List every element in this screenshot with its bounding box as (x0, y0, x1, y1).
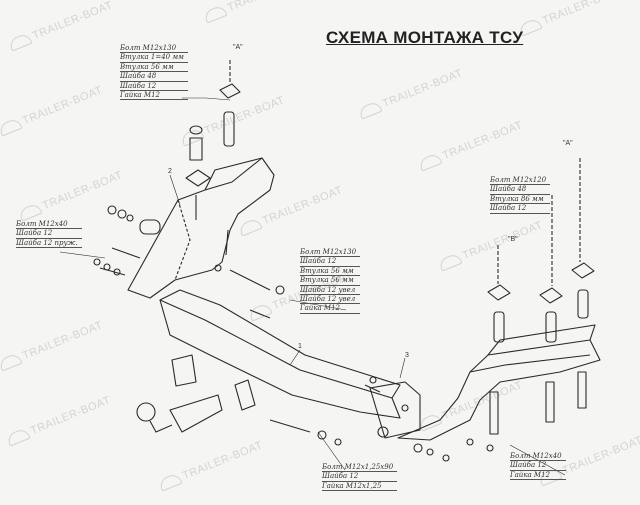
diagram-title: СХЕМА МОНТАЖА ТСУ (326, 28, 524, 47)
cross-beam (159, 299, 401, 419)
bolt-set (93, 205, 494, 462)
callout-2: 2 (168, 168, 172, 175)
left-a-stack (185, 60, 241, 256)
tow-ball (136, 402, 156, 422)
socket-plate (171, 354, 197, 387)
view-label-b: "B" (508, 236, 518, 243)
right-bracket (397, 339, 601, 441)
view-label-a-right: "A" (563, 140, 573, 147)
callout-1: 1 (298, 343, 302, 350)
tow-ball-mount (169, 394, 223, 433)
left-bracket (127, 157, 275, 299)
callout-3: 3 (405, 352, 409, 359)
right-a-stack (487, 158, 595, 435)
view-label-a-left: "A" (233, 44, 243, 51)
